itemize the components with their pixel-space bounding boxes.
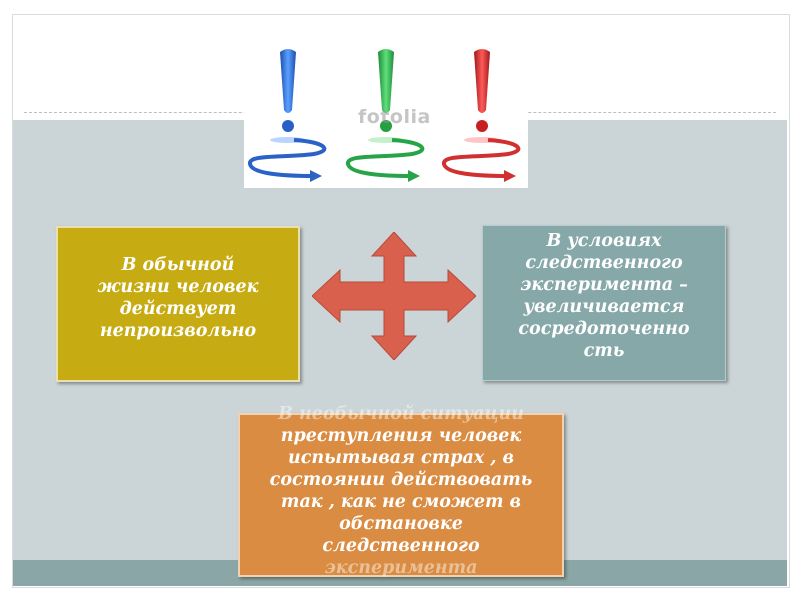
normal-life-line: В обычной <box>121 255 235 275</box>
experiment-line: эксперимента – <box>520 275 688 295</box>
unusual-line: состоянии действовать <box>269 470 533 490</box>
normal-life-line: действует <box>119 299 237 319</box>
normal-life-line: непроизвольно <box>99 321 257 341</box>
red-exclamation-icon <box>442 49 521 182</box>
unusual-line-faded: эксперимента <box>324 558 478 578</box>
unusual-line: обстановке <box>339 514 463 534</box>
exclamation-illustration <box>244 42 528 188</box>
unusual-line: так , как не сможет в <box>280 492 522 512</box>
watermark-text: fotolia <box>358 106 431 128</box>
unusual-line-faded: В необычной ситуации <box>278 404 524 424</box>
experiment-conditions-box: В условиях следственного эксперимента – … <box>482 225 726 381</box>
experiment-line: увеличивается <box>523 297 685 317</box>
experiment-line: сть <box>583 341 625 361</box>
unusual-line: испытывая страх , в <box>287 448 515 468</box>
four-way-arrow-icon <box>312 232 476 360</box>
unusual-situation-box: В необычной ситуации преступления челове… <box>238 404 564 578</box>
normal-life-line: жизни человек <box>97 277 259 297</box>
green-exclamation-icon <box>346 49 425 182</box>
experiment-line: следственного <box>525 253 683 273</box>
unusual-line: преступления человек <box>280 426 522 446</box>
blue-exclamation-icon <box>248 49 327 182</box>
experiment-line: сосредоточенно <box>518 319 690 339</box>
normal-life-box: В обычной жизни человек действует непрои… <box>56 226 300 382</box>
unusual-line: следственного <box>322 536 480 556</box>
experiment-line: В условиях <box>546 231 662 251</box>
